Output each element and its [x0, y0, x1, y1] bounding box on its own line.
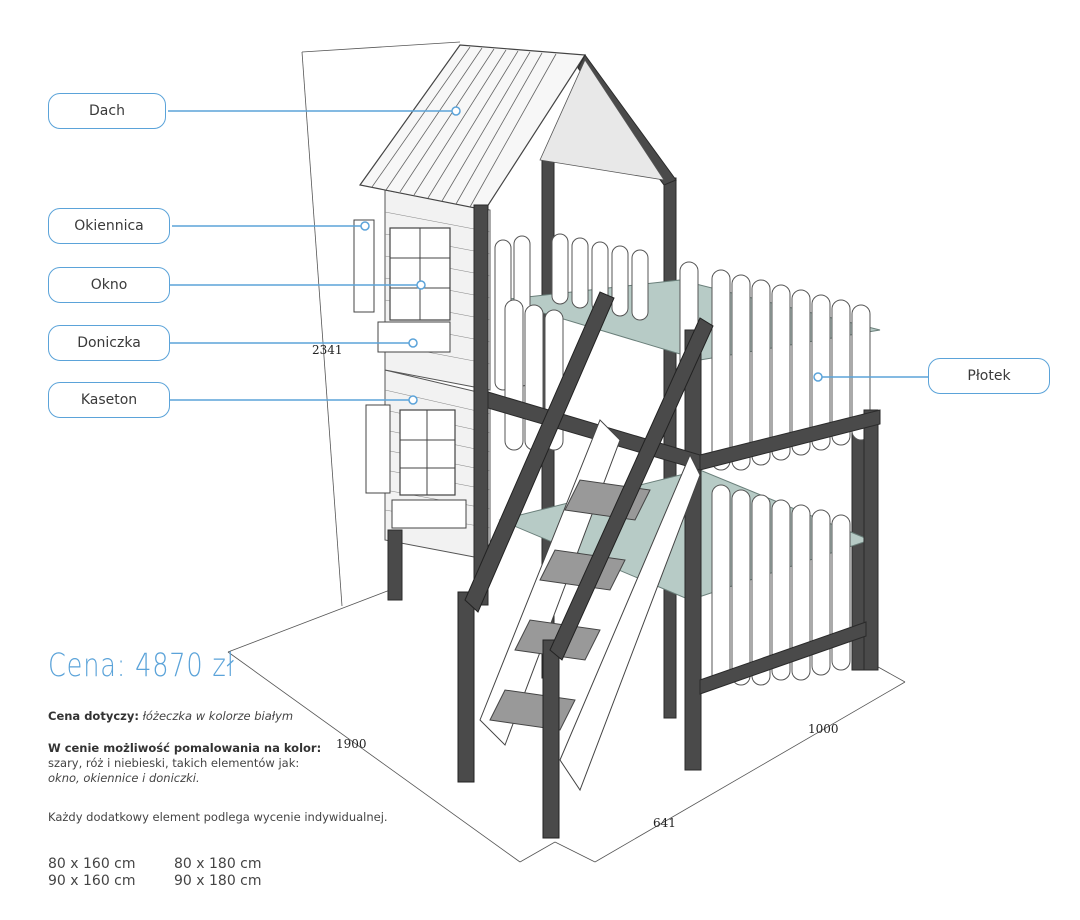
price-applies-label: Cena dotyczy: — [48, 709, 139, 723]
color-option-label: W cenie możliwość pomalowania na kolor: — [48, 741, 322, 755]
size-list: 80 x 160 cm 80 x 180 cm 90 x 160 cm 90 x… — [48, 856, 294, 890]
color-option: W cenie możliwość pomalowania na kolor: … — [48, 741, 408, 786]
label-plotek: Płotek — [928, 358, 1050, 394]
dimension-lines — [227, 41, 906, 863]
roof — [358, 44, 677, 211]
price-applies: Cena dotyczy: łóżeczka w kolorze białym — [48, 709, 408, 724]
label-okno: Okno — [48, 267, 170, 303]
dimension-stairs: 641 — [653, 816, 676, 830]
house-upper-wall — [353, 189, 491, 391]
size-item: 80 x 180 cm — [174, 856, 262, 872]
dimension-height: 2341 — [312, 343, 343, 357]
dimension-width: 1000 — [808, 722, 839, 736]
size-item: 80 x 160 cm — [48, 856, 136, 872]
callout-lines — [168, 106, 928, 405]
color-option-colors: szary, róż i niebieski, takich elementów… — [48, 756, 300, 770]
color-option-elements: okno, okiennice i doniczki. — [48, 771, 200, 785]
extra-note: Każdy dodatkowy element podlega wycenie … — [48, 810, 388, 824]
label-doniczka: Doniczka — [48, 325, 170, 361]
price-title: Cena: 4870 zł — [48, 646, 235, 684]
dimension-length: 1900 — [336, 737, 367, 751]
price-applies-value: łóżeczka w kolorze białym — [142, 709, 294, 723]
size-item: 90 x 160 cm — [48, 873, 136, 889]
label-kaseton: Kaseton — [48, 382, 170, 418]
label-okiennica: Okiennica — [48, 208, 170, 244]
size-item: 90 x 180 cm — [174, 873, 262, 889]
house-lower-wall — [365, 369, 491, 561]
ladder — [457, 291, 714, 839]
label-dach: Dach — [48, 93, 166, 129]
